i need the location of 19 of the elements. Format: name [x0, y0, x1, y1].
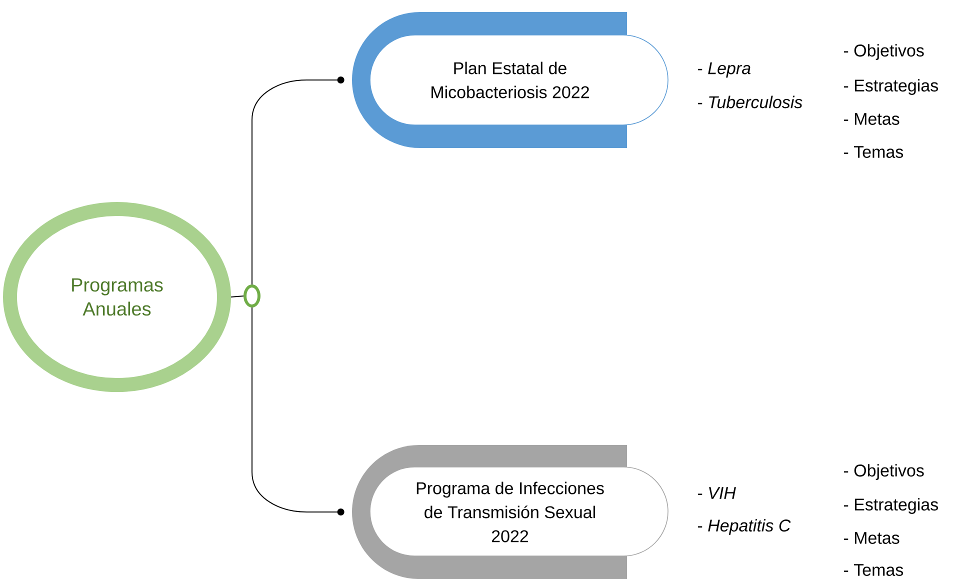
list-item: - Objetivos: [844, 464, 924, 480]
connector-line: [252, 76, 344, 285]
list-item: - Lepra: [698, 62, 750, 78]
list-item: - Estrategias: [844, 498, 938, 514]
ellipse-node: Programas Anuales: [3, 202, 231, 392]
rounded-node: Programa de Infecciones de Transmisión Sexual 2022: [352, 445, 668, 579]
connector-circle: [244, 284, 260, 308]
list-item: - Metas: [844, 532, 900, 544]
list-item: - Metas: [844, 113, 900, 125]
connector-line: [230, 296, 244, 298]
list-item: - Temas: [844, 146, 904, 158]
list-item: - VIH: [698, 487, 736, 499]
list-item: - Objetivos: [844, 44, 924, 60]
list-item: - Temas: [844, 564, 904, 576]
list-item: - Hepatitis C: [698, 519, 791, 535]
rounded-node: Plan Estatal de Micobacteriosis 2022: [352, 12, 668, 148]
list-item: - Tuberculosis: [698, 96, 802, 108]
list-item: - Estrategias: [844, 79, 938, 95]
connector-line: [252, 307, 344, 516]
